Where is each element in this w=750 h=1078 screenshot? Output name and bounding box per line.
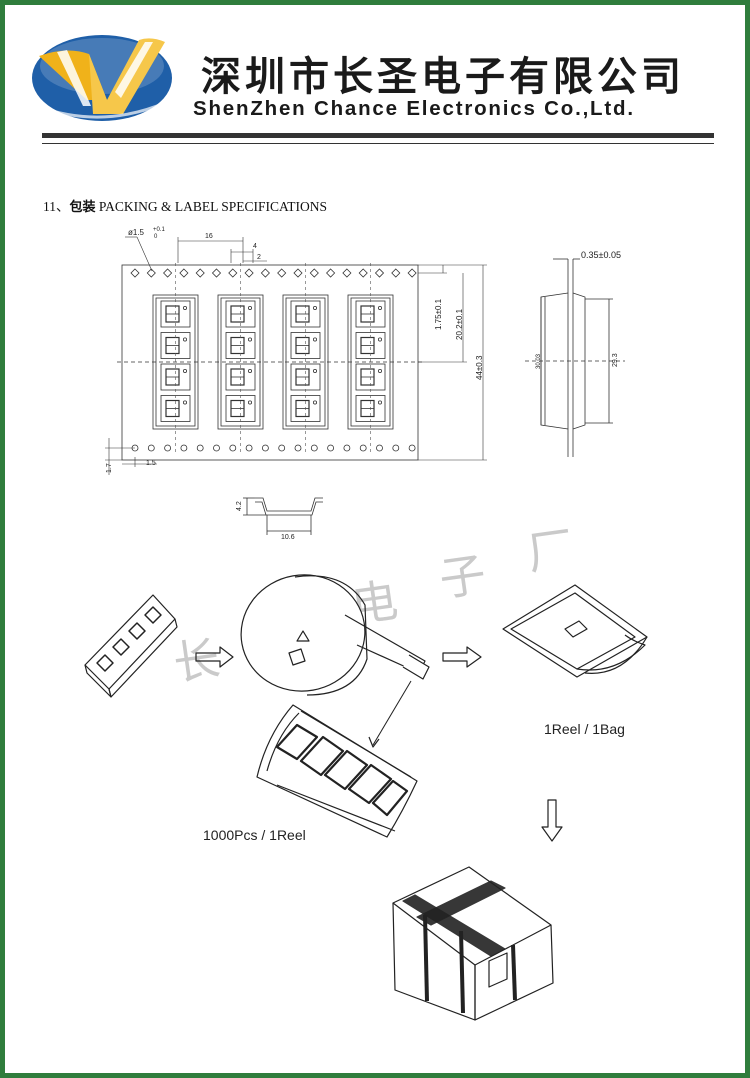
dim-10-6: 10.6 [281, 534, 295, 541]
dim-pitch-16: 16 [205, 233, 213, 240]
dim-4: 4 [253, 243, 257, 250]
chance-logo-icon [32, 35, 172, 121]
dim-1-7: 1.7 [106, 463, 113, 473]
sprocket-hole [327, 444, 335, 452]
dim-1-75: 1.75±0.1 [434, 298, 443, 330]
carrier-tape-strip-icon [256, 704, 418, 838]
section-title: 11、包装 PACKING & LABEL SPECIFICATIONS [43, 199, 328, 215]
company-name-en: ShenZhen Chance Electronics Co.,Ltd. [193, 97, 635, 120]
sprocket-hole [260, 268, 270, 278]
sprocket-hole [376, 444, 383, 452]
sprocket-hole [358, 268, 368, 278]
sprocket-hole [244, 268, 254, 278]
reel-quantity-label: 1000Pcs / 1Reel [203, 827, 306, 843]
dim-2: 2 [257, 254, 261, 261]
sprocket-hole [391, 268, 401, 278]
sprocket-hole [179, 268, 189, 278]
sprocket-hole [261, 444, 269, 452]
sprocket-hole [408, 444, 416, 452]
sprocket-hole [245, 444, 253, 452]
sprocket-hole [374, 268, 385, 278]
sprocket-hole [180, 444, 188, 452]
bag-quantity-label: 1Reel / 1Bag [544, 721, 625, 737]
arrow-down-icon [541, 799, 563, 842]
sprocket-hole [342, 268, 352, 278]
sprocket-hole [326, 268, 336, 278]
antistatic-bag-icon [502, 584, 648, 678]
sprocket-hole [164, 444, 172, 452]
dim-hole-tol-upper: +0.1 [153, 227, 166, 233]
sprocket-hole [213, 444, 220, 452]
sprocket-hole [310, 444, 318, 452]
dim-1-5: 1.5 [146, 460, 156, 467]
sprocket-hole [146, 268, 156, 278]
sprocket-hole [293, 268, 303, 278]
dim-30-03: 30.03 [536, 353, 542, 369]
sprocket-hole [407, 268, 417, 278]
sprocket-hole [343, 444, 351, 452]
header-rule-thin [42, 143, 714, 144]
sprocket-hole [196, 444, 204, 452]
sprocket-hole [278, 444, 286, 452]
arrow-right-icon [195, 646, 234, 668]
company-name-cn: 深圳市长圣电子有限公司 [201, 54, 685, 100]
arrow-right-icon [442, 646, 482, 668]
carrier-tape-drawing: ø1.5 +0.1 0 16 4 2 1.75±0.1 20.2±0.1 44±… [105, 227, 625, 541]
dim-44: 44±0.3 [475, 355, 484, 380]
sprocket-hole [277, 268, 287, 278]
sprocket-hole [359, 444, 367, 452]
packaging-flow [84, 574, 648, 1021]
sprocket-hole [294, 444, 302, 452]
sprocket-hole [130, 268, 140, 278]
dim-hole-tol-lower: 0 [154, 234, 158, 240]
sprocket-hole [211, 268, 222, 278]
led-display-module-icon [84, 594, 178, 698]
dim-4-2: 4.2 [236, 501, 243, 511]
sprocket-hole [309, 268, 319, 278]
sprocket-hole [229, 444, 237, 452]
shipping-carton-icon [392, 866, 554, 1021]
sprocket-hole [195, 268, 205, 278]
reel-icon [240, 574, 430, 748]
sprocket-hole [228, 268, 238, 278]
sprocket-hole [163, 268, 173, 278]
dim-hole: ø1.5 [128, 228, 145, 237]
dim-20-2: 20.2±0.1 [455, 308, 464, 340]
sprocket-hole [392, 444, 400, 452]
sprocket-hole [147, 444, 155, 452]
dim-0-35: 0.35±0.05 [581, 250, 621, 260]
dim-29-3: 29.3 [612, 353, 619, 367]
header-rule-thick [42, 133, 714, 138]
